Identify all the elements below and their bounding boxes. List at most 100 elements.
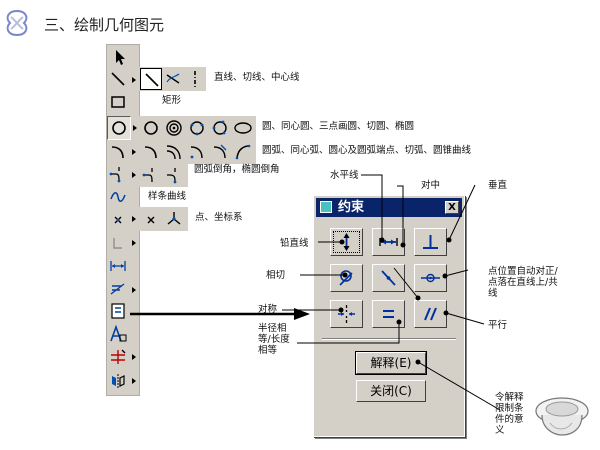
flyout-arrow-icon xyxy=(132,240,136,246)
dialog-titlebar: 约束 X xyxy=(316,198,462,217)
dimension-arrows-icon xyxy=(110,261,126,271)
dialog-title: 约束 xyxy=(338,200,365,215)
centerline-button[interactable] xyxy=(184,68,206,90)
vertical-arrows-icon xyxy=(343,233,350,251)
dimension-icon xyxy=(113,238,122,249)
mouse-icon xyxy=(535,397,589,436)
symmetry-icon xyxy=(338,305,355,323)
label-point-tools: 点、坐标系 xyxy=(195,212,243,223)
flyout-arrow-icon xyxy=(132,216,136,222)
tangent-line-button[interactable] xyxy=(162,68,184,90)
perpendicular-constraint-button[interactable] xyxy=(414,228,447,256)
point-on-entity-button[interactable] xyxy=(372,264,405,292)
circle-tool[interactable] xyxy=(107,116,131,140)
pointer-arrow-icon xyxy=(130,308,310,320)
pointer-icon xyxy=(116,50,125,65)
point-icon xyxy=(147,216,155,224)
midpoint-icon xyxy=(421,273,440,283)
center-arc-icon xyxy=(190,146,203,159)
mirror-icon xyxy=(112,374,125,388)
constraint-tool[interactable] xyxy=(107,300,129,322)
callout-explain: 令解释 限制条 件的意 义 xyxy=(495,392,524,436)
circular-fillet-button[interactable] xyxy=(140,164,162,186)
dialog-separator xyxy=(322,338,456,340)
centerline-icon xyxy=(194,71,196,87)
label-spline: 样条曲线 xyxy=(148,191,187,202)
midpoint-constraint-button[interactable] xyxy=(414,264,447,292)
close-button[interactable]: 关闭(C) xyxy=(356,380,426,402)
label-line-tools: 直线、切线、中心线 xyxy=(214,72,300,83)
trim-icon xyxy=(111,349,126,364)
flyout-arrow-icon xyxy=(133,125,137,131)
point-button[interactable] xyxy=(140,208,162,230)
fillet-tool[interactable] xyxy=(107,163,129,185)
perpendicular-icon xyxy=(423,235,438,249)
linear-dimension-tool[interactable] xyxy=(107,255,129,277)
concentric-arc-button[interactable] xyxy=(163,141,185,163)
mirror-tool[interactable] xyxy=(107,370,129,392)
symmetric-constraint-button[interactable] xyxy=(330,300,363,328)
rectangle-tool[interactable] xyxy=(107,91,129,113)
tangent-circle-button[interactable] xyxy=(209,117,231,139)
dialog-close-button[interactable]: X xyxy=(445,201,459,214)
conic-button[interactable] xyxy=(232,141,254,163)
tangent-line-icon xyxy=(166,73,180,84)
fillet-icon xyxy=(142,168,153,183)
three-point-circle-button[interactable] xyxy=(186,117,208,139)
tangent-arc-button[interactable] xyxy=(209,141,231,163)
spline-icon xyxy=(110,192,126,202)
point-tool[interactable] xyxy=(107,208,129,230)
tangent-arc-icon xyxy=(213,144,227,159)
center-ends-arc-button[interactable] xyxy=(186,141,208,163)
constraint-icon xyxy=(111,303,125,319)
callout-point-on: 点位置自动对正/ 点落在直线上/共 线 xyxy=(488,266,558,299)
callout-equal: 半径相 等/长度 相等 xyxy=(258,323,290,356)
concentric-circle-icon xyxy=(166,120,182,136)
line-icon xyxy=(111,72,125,86)
callout-perpendicular: 垂直 xyxy=(488,180,508,191)
line-tool[interactable] xyxy=(107,68,129,90)
flyout-arrow-icon xyxy=(132,77,136,83)
elliptical-fillet-button[interactable] xyxy=(163,164,185,186)
explain-button[interactable]: 解释(E) xyxy=(355,351,427,375)
callout-parallel: 平行 xyxy=(488,320,508,331)
select-tool[interactable] xyxy=(109,46,131,68)
concentric-circle-button[interactable] xyxy=(163,117,185,139)
tangent-circle-icon xyxy=(212,120,227,135)
trim-tool[interactable] xyxy=(107,346,129,368)
coordinate-system-button[interactable] xyxy=(163,208,185,230)
arc-tool[interactable] xyxy=(107,141,129,163)
label-circle-tools: 圆、同心圆、三点画圆、切圆、椭圆 xyxy=(262,121,415,132)
arc-icon xyxy=(144,146,157,159)
arc-button[interactable] xyxy=(140,141,162,163)
dialog-app-icon xyxy=(320,201,332,213)
spline-tool[interactable] xyxy=(107,186,129,208)
ellipse-button[interactable] xyxy=(232,117,254,139)
vertical-constraint-button[interactable] xyxy=(330,228,363,256)
conic-icon xyxy=(235,144,251,160)
parallel-icon xyxy=(424,307,437,321)
rectangle-icon xyxy=(111,96,125,108)
callout-symmetric: 对称 xyxy=(258,304,278,315)
label-rectangle: 矩形 xyxy=(162,95,182,106)
equal-icon xyxy=(383,310,394,318)
flyout-arrow-icon xyxy=(132,149,136,155)
circle-icon xyxy=(112,121,126,135)
tangent-constraint-button[interactable] xyxy=(330,264,363,292)
arc-icon xyxy=(111,146,124,159)
tangent-icon xyxy=(339,270,353,286)
modify-tool[interactable] xyxy=(107,278,129,300)
line-icon xyxy=(145,73,159,87)
text-tool[interactable] xyxy=(107,323,129,345)
horizontal-constraint-button[interactable] xyxy=(372,228,405,256)
line-button[interactable] xyxy=(140,68,162,90)
dimension-tool[interactable] xyxy=(107,232,129,254)
circle-button[interactable] xyxy=(140,117,162,139)
flyout-arrow-icon xyxy=(132,287,136,293)
point-on-line-icon xyxy=(381,270,396,286)
callout-tangent: 相切 xyxy=(266,270,286,281)
callout-center: 对中 xyxy=(421,180,441,191)
flyout-arrow-icon xyxy=(132,172,136,178)
point-icon xyxy=(114,216,122,224)
